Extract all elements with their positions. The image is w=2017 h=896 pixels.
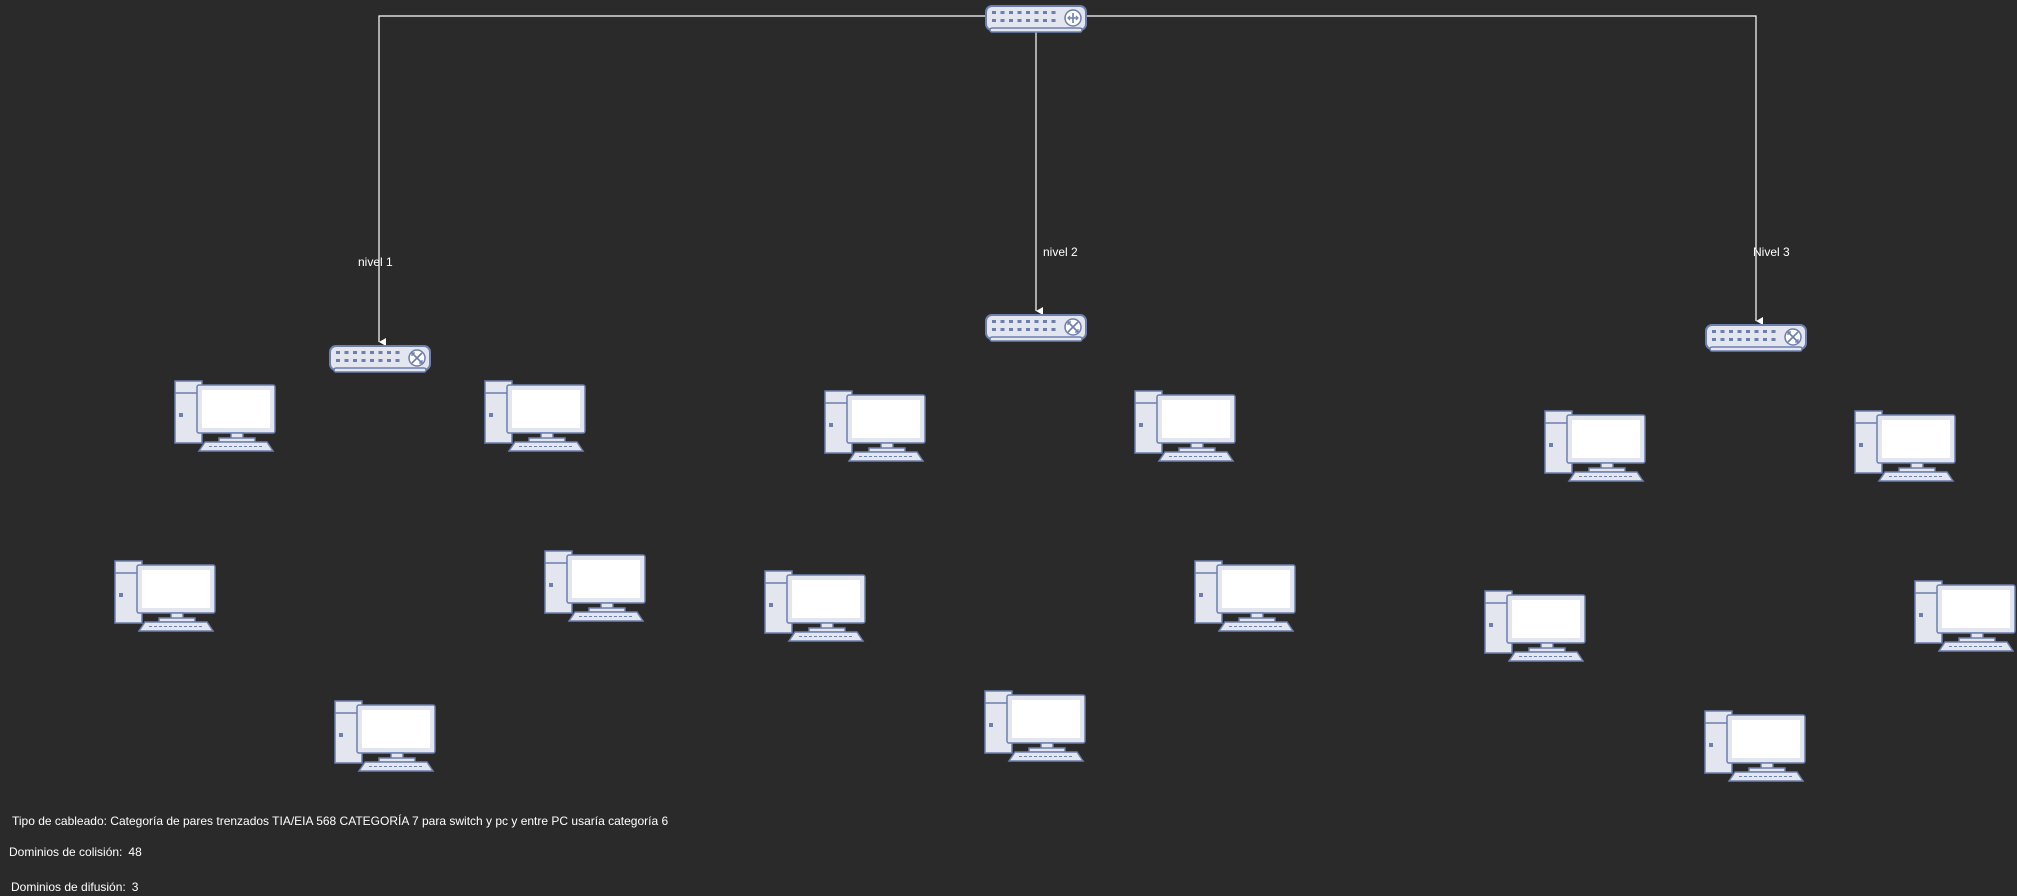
switch-icon [411, 352, 423, 364]
pc-3-1[interactable] [1544, 410, 1646, 482]
switch-icon [1067, 321, 1079, 333]
link-label-nivel-2: nivel 2 [1043, 245, 1078, 259]
switch-icon [1787, 331, 1799, 343]
pc-1-2[interactable] [484, 380, 586, 452]
router-icon [1067, 13, 1079, 23]
link-label-nivel-3: Nivel 3 [1753, 245, 1790, 259]
pc-1-3[interactable] [114, 560, 216, 632]
cabling-note: Tipo de cableado: Categoría de pares tre… [12, 814, 669, 828]
switch-3-device[interactable] [1705, 324, 1807, 352]
broadcast-domains-row: Dominios de difusión: 3 [11, 880, 144, 894]
collision-domains-value: 48 [128, 845, 142, 859]
links [378, 15, 1763, 346]
link-router-switch-3 [1036, 15, 1763, 325]
pc-3-3[interactable] [1484, 590, 1586, 662]
pc-2-5[interactable] [984, 690, 1086, 762]
switch-1-device[interactable] [329, 345, 431, 373]
pc-1-4[interactable] [544, 550, 646, 622]
link-label-nivel-1: nivel 1 [358, 255, 393, 269]
broadcast-domains-value: 3 [131, 880, 139, 894]
pc-3-2[interactable] [1854, 410, 1956, 482]
collision-domains-row: Dominios de colisión: 48 [9, 845, 148, 859]
pc-3-4[interactable] [1914, 580, 2016, 652]
broadcast-domains-label: Dominios de difusión: [11, 880, 126, 894]
router-device[interactable] [985, 5, 1087, 33]
pc-2-3[interactable] [764, 570, 866, 642]
pc-1-1[interactable] [174, 380, 276, 452]
pc-1-5[interactable] [334, 700, 436, 772]
pc-3-5[interactable] [1704, 710, 1806, 782]
pc-2-1[interactable] [824, 390, 926, 462]
pc-2-4[interactable] [1194, 560, 1296, 632]
switch-2-device[interactable] [985, 314, 1087, 342]
pc-2-2[interactable] [1134, 390, 1236, 462]
link-router-switch-1 [378, 15, 1036, 346]
collision-domains-label: Dominios de colisión: [9, 845, 123, 859]
